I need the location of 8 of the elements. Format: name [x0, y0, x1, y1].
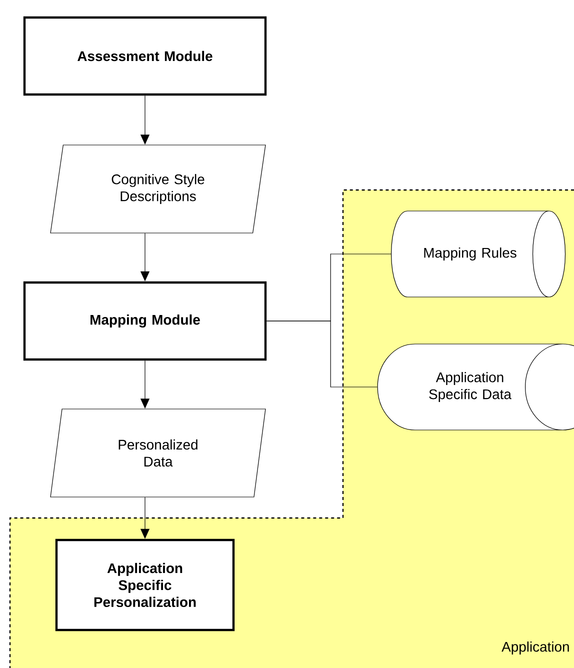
data-parallelogram: Cognitive Style Descriptions	[50, 144, 266, 234]
module-box: Mapping Module	[23, 281, 267, 361]
storage-cylinder: Application Specific Data	[377, 344, 574, 430]
module-box: Assessment Module	[23, 16, 267, 96]
data-parallelogram: Personalized Data	[50, 408, 266, 498]
personalization-box: Application Specific Personalization	[55, 538, 235, 632]
connector-line	[266, 320, 378, 388]
storage-cylinder: Mapping Rules	[390, 210, 566, 298]
